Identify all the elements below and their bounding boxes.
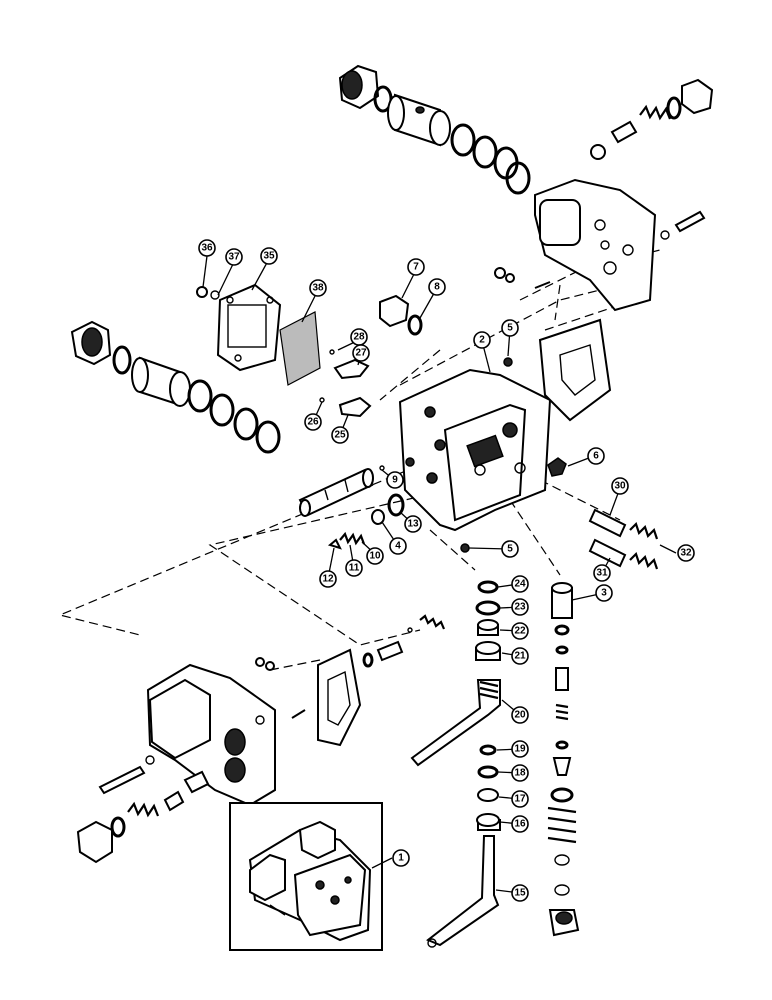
callout-12: 12 bbox=[319, 570, 337, 588]
callout-30: 30 bbox=[611, 477, 629, 495]
callout-26: 26 bbox=[304, 413, 322, 431]
callout-label: 3 bbox=[601, 588, 607, 599]
callout-27: 27 bbox=[352, 344, 370, 362]
callout-label: 20 bbox=[514, 710, 526, 721]
callout-28: 28 bbox=[350, 328, 368, 346]
callout-label: 17 bbox=[514, 794, 526, 805]
callout-24: 24 bbox=[511, 575, 529, 593]
callout-4: 4 bbox=[389, 537, 407, 555]
callout-label: 19 bbox=[514, 744, 526, 755]
callout-label: 24 bbox=[514, 579, 526, 590]
callout-17: 17 bbox=[511, 790, 529, 808]
callout-15: 15 bbox=[511, 884, 529, 902]
callout-label: 8 bbox=[434, 282, 440, 293]
callout-label: 32 bbox=[680, 548, 692, 559]
callout-38: 38 bbox=[309, 279, 327, 297]
cover-plate-assembly bbox=[196, 283, 321, 386]
callout-13: 13 bbox=[404, 515, 422, 533]
callout-6: 6 bbox=[587, 447, 605, 465]
callout-label: 2 bbox=[479, 335, 485, 346]
callout-label: 6 bbox=[593, 451, 599, 462]
callout-label: 30 bbox=[614, 481, 626, 492]
callout-32: 32 bbox=[677, 544, 695, 562]
alignment-lines bbox=[58, 209, 661, 671]
check-valve-column bbox=[460, 508, 659, 937]
left-plug-assembly bbox=[70, 320, 281, 454]
callout-8: 8 bbox=[428, 278, 446, 296]
callout-10: 10 bbox=[366, 547, 384, 565]
callout-37: 37 bbox=[225, 248, 243, 266]
callout-label: 15 bbox=[514, 888, 526, 899]
callout-label: 16 bbox=[514, 819, 526, 830]
spool-set bbox=[298, 465, 405, 550]
callout-label: 5 bbox=[507, 323, 513, 334]
callout-label: 37 bbox=[228, 252, 240, 263]
callout-label: 23 bbox=[514, 602, 526, 613]
callout-label: 31 bbox=[596, 568, 608, 579]
assembled-view-inset bbox=[229, 802, 383, 951]
callout-19: 19 bbox=[511, 740, 529, 758]
callout-label: 7 bbox=[413, 262, 419, 273]
callout-16: 16 bbox=[511, 815, 529, 833]
callout-label: 12 bbox=[322, 574, 334, 585]
callout-23: 23 bbox=[511, 598, 529, 616]
callout-label: 25 bbox=[334, 430, 346, 441]
callout-label: 36 bbox=[201, 243, 213, 254]
lower-pump-housing bbox=[76, 614, 446, 864]
callout-9: 9 bbox=[386, 471, 404, 489]
shaft-assembly bbox=[410, 580, 501, 948]
callout-label: 26 bbox=[307, 417, 319, 428]
callout-2: 2 bbox=[473, 331, 491, 349]
callout-label: 35 bbox=[263, 251, 275, 262]
callout-21: 21 bbox=[511, 647, 529, 665]
callout-label: 28 bbox=[353, 332, 365, 343]
callout-label: 38 bbox=[312, 283, 324, 294]
callout-11: 11 bbox=[345, 559, 363, 577]
top-right-plug-assembly bbox=[338, 64, 714, 312]
callout-5-top: 5 bbox=[501, 319, 519, 337]
callout-label: 10 bbox=[369, 551, 381, 562]
callout-3: 3 bbox=[595, 584, 613, 602]
callout-25: 25 bbox=[331, 426, 349, 444]
callout-label: 18 bbox=[514, 768, 526, 779]
callout-label: 9 bbox=[392, 475, 398, 486]
callout-35: 35 bbox=[260, 247, 278, 265]
callout-18: 18 bbox=[511, 764, 529, 782]
callout-36: 36 bbox=[198, 239, 216, 257]
callout-label: 22 bbox=[514, 626, 526, 637]
callout-20: 20 bbox=[511, 706, 529, 724]
callout-label: 21 bbox=[514, 651, 526, 662]
callout-22: 22 bbox=[511, 622, 529, 640]
callout-label: 4 bbox=[395, 541, 401, 552]
callout-label: 11 bbox=[349, 563, 360, 574]
valve-body bbox=[319, 294, 612, 532]
callout-label: 13 bbox=[407, 519, 419, 530]
callout-label: 5 bbox=[507, 544, 513, 555]
callout-31: 31 bbox=[593, 564, 611, 582]
callout-label: 27 bbox=[355, 348, 367, 359]
callout-7: 7 bbox=[407, 258, 425, 276]
callout-5-bottom: 5 bbox=[501, 540, 519, 558]
callout-1: 1 bbox=[392, 849, 410, 867]
callout-label: 1 bbox=[398, 853, 404, 864]
